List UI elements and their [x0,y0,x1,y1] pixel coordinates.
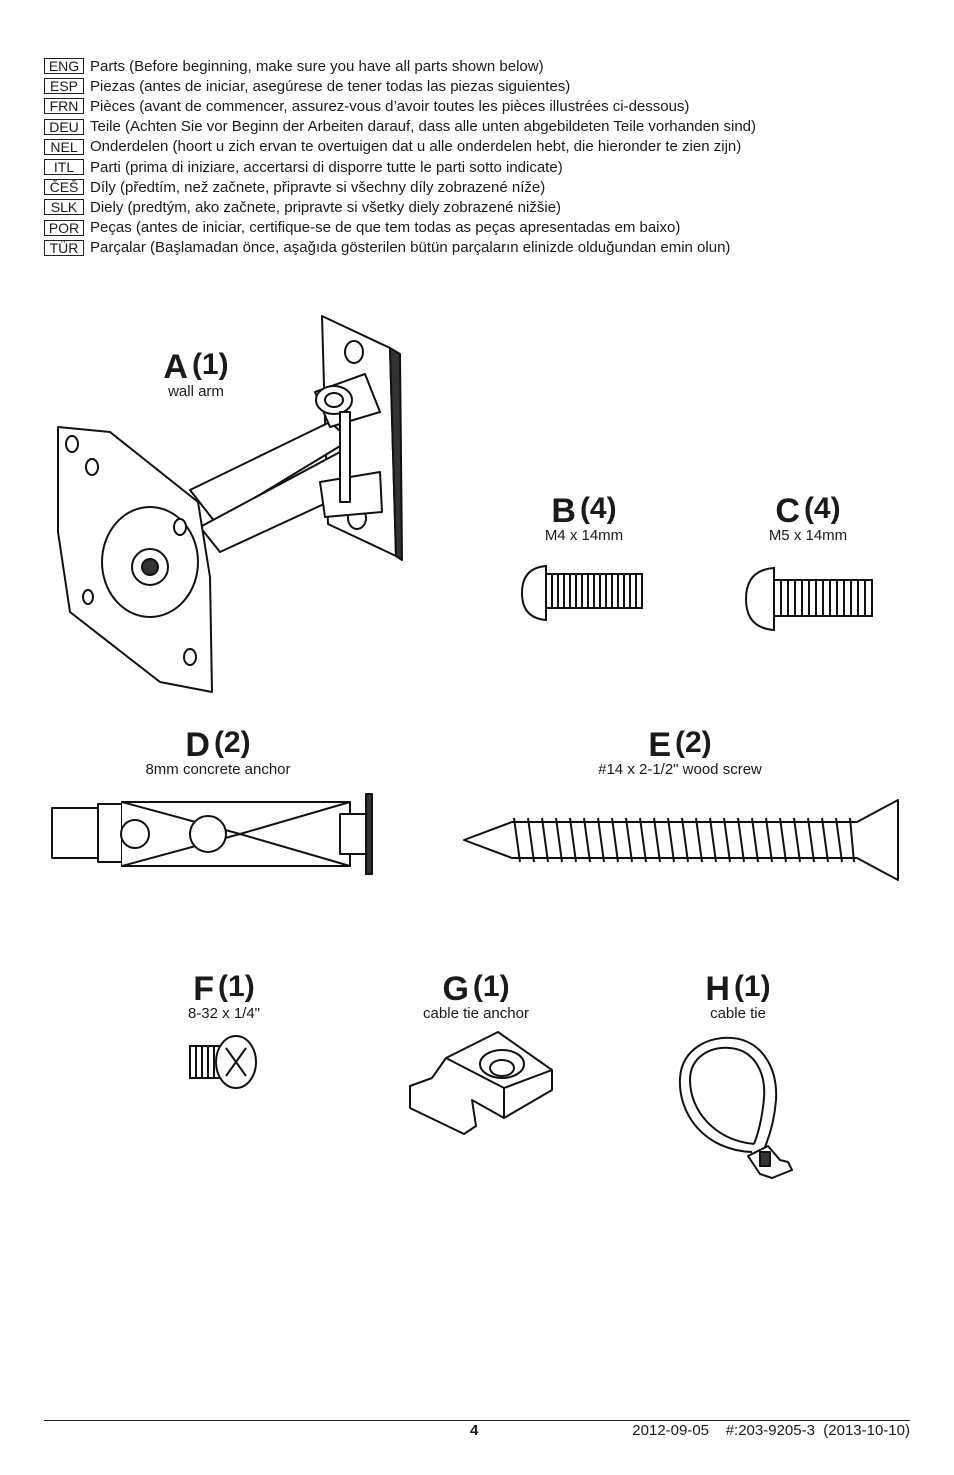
part-description: cable tie anchor [423,1005,529,1022]
language-code: TÜR [44,239,84,256]
language-code: ITL [44,159,84,176]
part-count: (2) [213,726,251,759]
page-number: 4 [470,1422,479,1439]
language-row-itl: ITL Parti (prima di iniziare, accertarsi … [44,157,756,177]
part-count: (2) [675,726,712,759]
part-count: (4) [579,492,617,525]
m5-screw-drawing [744,566,873,632]
footer-divider [44,1420,910,1421]
part-count: (1) [733,970,771,1003]
language-code: POR [44,219,84,236]
language-code: ENG [44,58,84,75]
language-text: Parts (Before beginning, make sure you h… [90,57,544,75]
concrete-anchor-drawing [51,793,373,875]
part-letter: D [185,726,210,764]
language-row-slk: SLK Diely (predtým, ako začnete, pripravt… [44,197,756,217]
part-description: M4 x 14mm [544,527,624,544]
part-c-label: C(4) M5 x 14mm [698,492,918,544]
part-letter: G [442,970,469,1008]
cable-tie-anchor-drawing [409,1031,553,1135]
part-d-label: D(2) 8mm concrete anchor [108,726,328,778]
language-text: Peças (antes de iniciar, certifique-se d… [90,219,681,237]
part-letter: E [648,726,671,764]
part-b-label: B(4) M4 x 14mm [474,492,694,544]
language-table: ENG Parts (Before beginning, make sure yo… [44,56,756,258]
part-letter: A [163,348,188,386]
m4-screw-drawing [520,564,643,622]
language-text: Parçalar (Başlamadan önce, aşağıda göste… [90,239,731,257]
language-row-por: POR Peças (antes de iniciar, certifique-s… [44,218,756,238]
part-f-label: F(1) 8-32 x 1/4" [114,970,334,1022]
part-count: (1) [191,348,229,381]
language-row-esp: ESP Piezas (antes de iniciar, asegúrese d… [44,76,756,96]
part-count: (1) [472,970,510,1003]
language-row-nel: NEL Onderdelen (hoort u zich ervan te ove… [44,137,756,157]
language-row-ces: ČEŠ Díly (předtím, než začnete, připravte… [44,177,756,197]
language-text: Pièces (avant de commencer, assurez-vous… [90,97,690,115]
part-h-label: H(1) cable tie [628,970,848,1022]
language-code: SLK [44,199,84,216]
part-description: M5 x 14mm [768,527,848,544]
small-screw-drawing [189,1035,257,1089]
part-letter: B [551,492,576,530]
language-row-eng: ENG Parts (Before beginning, make sure yo… [44,56,756,76]
language-code: FRN [44,98,84,115]
part-letter: C [775,492,800,530]
part-letter: H [705,970,730,1008]
part-description: 8-32 x 1/4" [187,1005,261,1022]
language-code: ESP [44,78,84,95]
cable-tie-drawing [678,1036,793,1179]
part-count: (1) [218,970,255,1003]
language-code: ČEŠ [44,179,84,196]
part-count: (4) [803,492,841,525]
language-row-tur: TÜR Parçalar (Başlamadan önce, aşağıda gö… [44,238,756,258]
language-text: Parti (prima di iniziare, accertarsi di … [90,158,563,176]
language-row-frn: FRN Pièces (avant de commencer, assurez-v… [44,96,756,116]
language-text: Teile (Achten Sie vor Beginn der Arbeite… [90,118,756,136]
document-info: 2012-09-05 #:203-9205-3 (2013-10-10) [632,1422,910,1439]
language-code: DEU [44,118,84,135]
wall-arm-drawing [57,315,403,693]
part-a-label: A(1) wall arm [86,348,306,400]
part-description: cable tie [710,1005,766,1022]
part-description: wall arm [168,383,224,400]
language-text: Piezas (antes de iniciar, asegúrese de t… [90,77,571,95]
language-text: Diely (predtým, ako začnete, pripravte s… [90,198,562,216]
part-letter: F [193,970,215,1008]
part-description: #14 x 2-1/2" wood screw [598,761,762,778]
part-e-label: E(2) #14 x 2-1/2" wood screw [570,726,790,778]
part-g-label: G(1) cable tie anchor [366,970,586,1022]
language-row-deu: DEU Teile (Achten Sie vor Beginn der Arbe… [44,117,756,137]
wood-screw-drawing [463,799,899,881]
language-text: Onderdelen (hoort u zich ervan te overtu… [90,138,742,156]
language-code: NEL [44,138,84,155]
language-text: Díly (předtím, než začnete, připravte si… [90,178,546,196]
part-description: 8mm concrete anchor [145,761,291,778]
